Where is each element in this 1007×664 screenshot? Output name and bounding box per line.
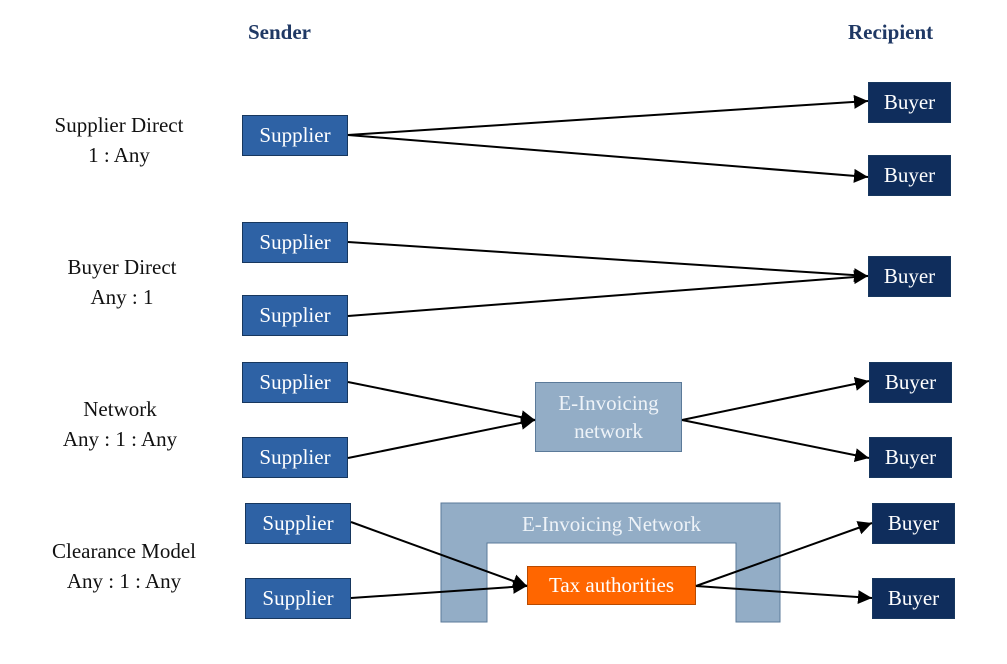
flow-arrow [681,419,870,463]
flow-arrow [347,415,536,459]
flow-arrow [350,579,528,599]
buyer-box: Buyer [872,578,955,619]
buyer-box: Buyer [868,155,951,196]
model-ratio: 1 : Any [88,143,150,167]
flow-arrow [347,94,869,136]
model-label-network: Network Any : 1 : Any [10,394,230,454]
einvoicing-network-line2: network [574,419,643,443]
flow-arrow [347,270,869,317]
supplier-box: Supplier [245,578,351,619]
buyer-box: Buyer [872,503,955,544]
model-name: Network [83,397,157,421]
flow-arrow [347,241,869,283]
clearance-network-label: E-Invoicing Network [521,512,702,536]
buyer-box: Buyer [868,256,951,297]
model-ratio: Any : 1 : Any [62,427,178,451]
supplier-box: Supplier [242,115,348,156]
buyer-box: Buyer [869,362,952,403]
flow-arrow [347,381,536,425]
supplier-box: Supplier [242,437,348,478]
flow-arrow [347,134,869,183]
flow-arrow [681,377,870,421]
model-label-supplier-direct: Supplier Direct 1 : Any [9,110,229,170]
flow-arrow [350,521,528,588]
flow-arrow [695,521,873,587]
buyer-box: Buyer [868,82,951,123]
recipient-header: Recipient [848,20,934,44]
sender-header: Sender [248,20,311,44]
supplier-box: Supplier [245,503,351,544]
einvoicing-network-box: E-Invoicing network [535,382,682,452]
model-name: Clearance Model [51,539,197,563]
model-name: Buyer Direct [67,255,177,279]
model-ratio: Any : 1 : Any [66,569,182,593]
supplier-box: Supplier [242,295,348,336]
buyer-box: Buyer [869,437,952,478]
model-ratio: Any : 1 [90,285,154,309]
supplier-box: Supplier [242,362,348,403]
einvoicing-network-line1: E-Invoicing [558,391,659,415]
tax-authorities-box: Tax authorities [527,566,696,605]
model-name: Supplier Direct [54,113,184,137]
model-label-buyer-direct: Buyer Direct Any : 1 [12,252,232,312]
model-label-clearance: Clearance Model Any : 1 : Any [14,536,234,596]
flow-arrow [695,585,873,605]
supplier-box: Supplier [242,222,348,263]
